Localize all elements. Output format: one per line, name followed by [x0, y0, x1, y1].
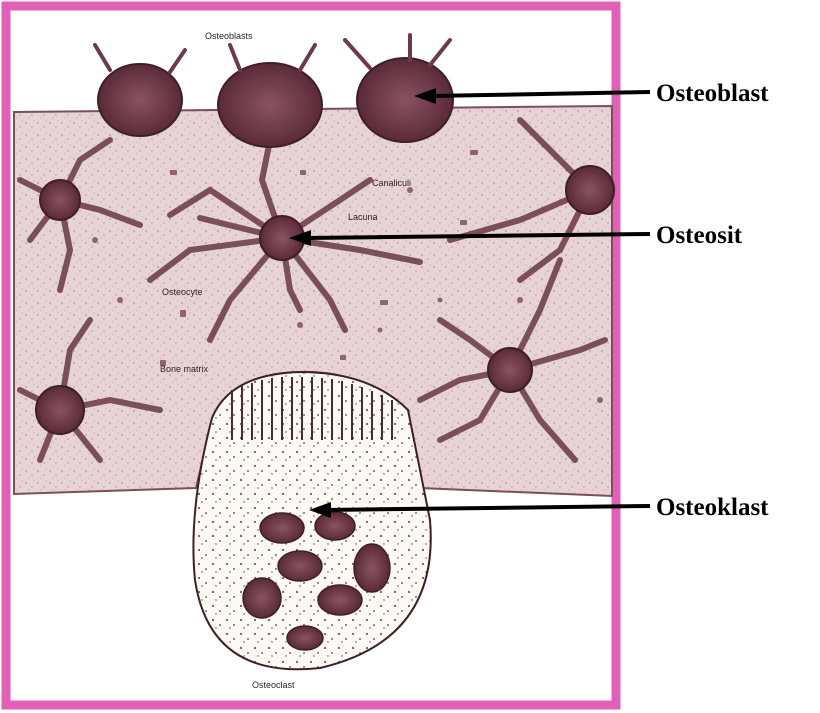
- label-bone-matrix-inner: Bone matrix: [160, 364, 209, 374]
- label-osteoblast: Osteoblast: [656, 80, 769, 107]
- label-osteocyte-inner: Osteocyte: [162, 287, 203, 297]
- osteoclast-cell: [193, 372, 430, 669]
- osteocyte-cell-right: [566, 166, 614, 214]
- label-osteoklast: Osteoklast: [656, 494, 769, 521]
- osteocyte-cell-lower-right: [488, 348, 532, 392]
- label-lacuna-inner: Lacuna: [348, 212, 378, 222]
- osteocyte-cell-bottom-left: [36, 386, 84, 434]
- osteoblast-cells: [98, 58, 453, 147]
- label-osteosit: Osteosit: [656, 222, 743, 249]
- osteocyte-cell-left: [40, 180, 80, 220]
- label-canaliculi-inner: Canaliculi: [372, 178, 411, 188]
- label-osteoclast-inner: Osteoclast: [252, 680, 295, 690]
- label-osteoblasts-inner: Osteoblasts: [205, 31, 253, 41]
